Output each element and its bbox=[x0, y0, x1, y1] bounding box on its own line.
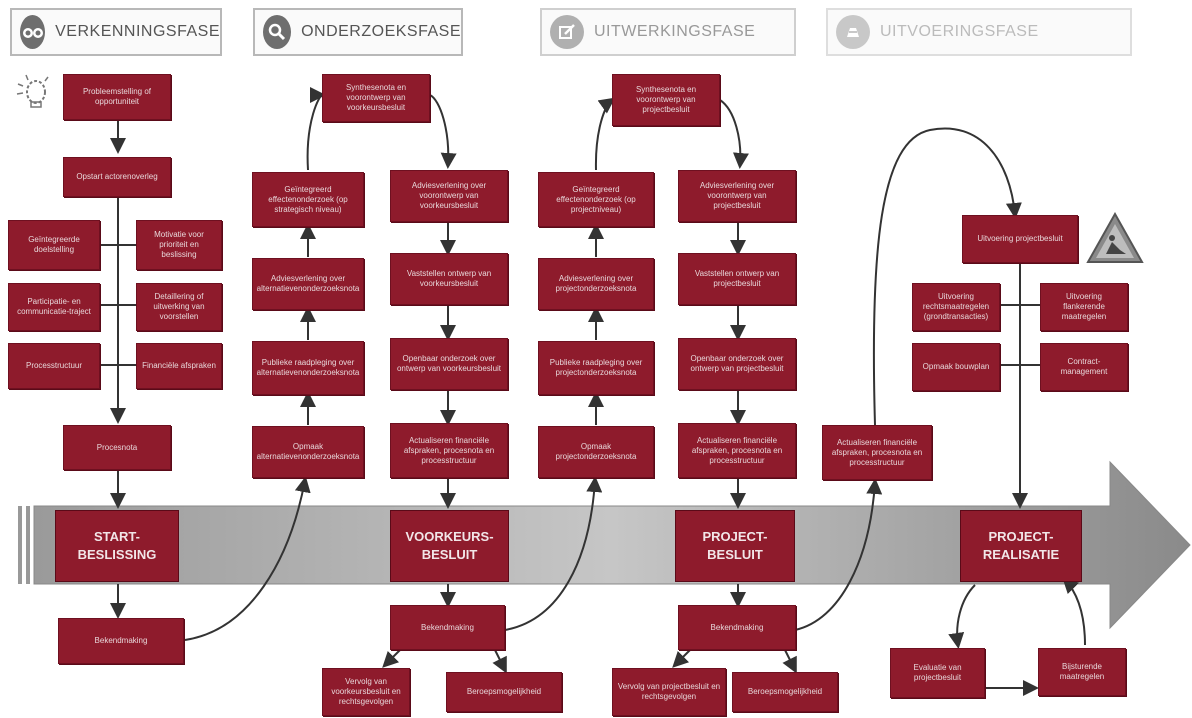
box-vervolg-voorkeur: Vervolg van voorkeursbesluit en rechtsge… bbox=[322, 668, 410, 716]
phase-header-onderzoek: ONDERZOEKSFASE bbox=[253, 8, 463, 56]
box-actualiseren-uitwerking: Actualiseren financiële afspraken, proce… bbox=[678, 423, 796, 478]
lightbulb-icon bbox=[14, 72, 54, 112]
box-bekendmaking: Bekendmaking bbox=[58, 618, 184, 664]
phase-title: ONDERZOEKSFASE bbox=[301, 23, 461, 40]
box-geintegreerde-doelstelling: Geïntegreerde doelstelling bbox=[8, 220, 100, 270]
box-advies-voorontwerp-voorkeur: Adviesverlening over voorontwerp van voo… bbox=[390, 170, 508, 222]
box-opstart-actorenoverleg: Opstart actorenoverleg bbox=[63, 157, 171, 197]
milestone-projectrealisatie: PROJECT- REALISATIE bbox=[960, 510, 1082, 582]
box-vervolg-project: Vervolg van projectbesluit en rechtsgevo… bbox=[612, 668, 726, 716]
box-rechtsmaatregelen: Uitvoering rechtsmaatregelen (grondtrans… bbox=[912, 283, 1000, 331]
box-effectenonderzoek-project: Geïntegreerd effectenonderzoek (op proje… bbox=[538, 172, 654, 227]
box-actualiseren-uitvoering: Actualiseren financiële afspraken, proce… bbox=[822, 425, 932, 480]
box-uitvoering-projectbesluit: Uitvoering projectbesluit bbox=[962, 215, 1078, 263]
box-opmaak-bouwplan: Opmaak bouwplan bbox=[912, 343, 1000, 391]
box-advies-alternatieven: Adviesverlening over alternatievenonderz… bbox=[252, 258, 364, 310]
phase-header-verkenning: VERKENNINGSFASE bbox=[10, 8, 222, 56]
edit-icon bbox=[550, 15, 584, 49]
box-financiele-afspraken: Financiële afspraken bbox=[136, 343, 222, 389]
box-beroep-project: Beroepsmogelijkheid bbox=[732, 672, 838, 712]
phase-title: UITVOERINGSFASE bbox=[880, 23, 1039, 40]
box-openbaar-onderzoek-project: Openbaar onderzoek over ontwerp van proj… bbox=[678, 338, 796, 390]
box-advies-voorontwerp-project: Adviesverlening over voorontwerp van pro… bbox=[678, 170, 796, 222]
milestone-voorkeursbesluit: VOORKEURS- BESLUIT bbox=[390, 510, 509, 582]
box-opmaak-projectonderzoeksnota: Opmaak projectonderzoeksnota bbox=[538, 426, 654, 478]
box-opmaak-alternatieven: Opmaak alternatievenonderzoeksnota bbox=[252, 426, 364, 478]
box-processtructuur: Processtructuur bbox=[8, 343, 100, 389]
magnifier-icon bbox=[263, 15, 292, 49]
phase-header-uitvoering: UITVOERINGSFASE bbox=[826, 8, 1132, 56]
box-raadpleging-project: Publieke raadpleging over projectonderzo… bbox=[538, 341, 654, 395]
box-procesnota: Procesnota bbox=[63, 425, 171, 470]
box-detaillering: Detaillering of uitwerking van voorstell… bbox=[136, 283, 222, 331]
binoculars-icon bbox=[20, 15, 46, 49]
box-contractmanagement: Contract-management bbox=[1040, 343, 1128, 391]
box-flankerende-maatregelen: Uitvoering flankerende maatregelen bbox=[1040, 283, 1128, 331]
box-synthesenota-project: Synthesenota en voorontwerp van projectb… bbox=[612, 74, 720, 126]
box-advies-projectonderzoeksnota: Adviesverlening over projectonderzoeksno… bbox=[538, 258, 654, 310]
construction-sign-icon bbox=[1086, 211, 1144, 264]
box-bekendmaking-voorkeur: Bekendmaking bbox=[390, 605, 505, 650]
box-motivatie: Motivatie voor prioriteit en beslissing bbox=[136, 220, 222, 270]
construction-icon bbox=[836, 15, 870, 49]
box-actualiseren-onderzoek: Actualiseren financiële afspraken, proce… bbox=[390, 423, 508, 478]
phase-title: VERKENNINGSFASE bbox=[55, 23, 220, 40]
box-participatie: Participatie- en communicatie-traject bbox=[8, 283, 100, 331]
phase-title: UITWERKINGSFASE bbox=[594, 23, 756, 40]
box-effectenonderzoek-strategisch: Geïntegreerd effectenonderzoek (op strat… bbox=[252, 172, 364, 227]
box-openbaar-onderzoek-voorkeur: Openbaar onderzoek over ontwerp van voor… bbox=[390, 338, 508, 390]
box-vaststellen-voorkeur: Vaststellen ontwerp van voorkeursbesluit bbox=[390, 253, 508, 305]
box-bekendmaking-project: Bekendmaking bbox=[678, 605, 796, 650]
phase-header-uitwerking: UITWERKINGSFASE bbox=[540, 8, 796, 56]
milestone-startbeslissing: START- BESLISSING bbox=[55, 510, 179, 582]
box-synthesenota-voorkeur: Synthesenota en voorontwerp van voorkeur… bbox=[322, 74, 430, 122]
milestone-projectbesluit: PROJECT- BESLUIT bbox=[675, 510, 795, 582]
box-evaluatie-projectbesluit: Evaluatie van projectbesluit bbox=[890, 648, 985, 698]
box-bijsturende-maatregelen: Bijsturende maatregelen bbox=[1038, 648, 1126, 696]
box-raadpleging-alternatieven: Publieke raadpleging over alternatieveno… bbox=[252, 341, 364, 395]
box-beroep-voorkeur: Beroepsmogelijkheid bbox=[446, 672, 562, 712]
box-vaststellen-project: Vaststellen ontwerp van projectbesluit bbox=[678, 253, 796, 305]
box-probleemstelling: Probleemstelling of opportuniteit bbox=[63, 74, 171, 120]
